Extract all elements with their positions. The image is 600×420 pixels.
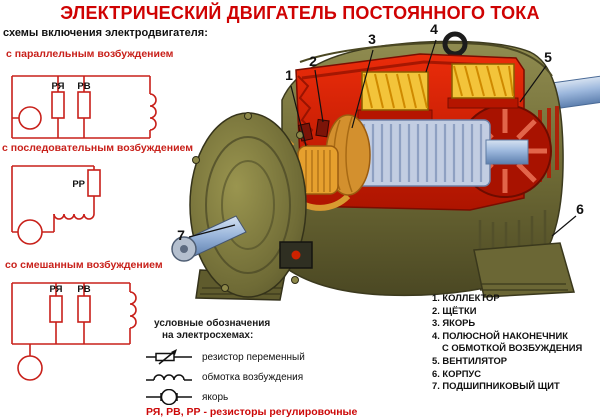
symbol-label: обмотка возбуждения [202,371,304,383]
armature-symbol [18,106,42,130]
regulating-resistors-note: РЯ, РВ, РР - резисторы регулировочные [146,406,358,418]
legend-line: 4. ПОЛЮСНОЙ НАКОНЕЧНИК [432,329,568,341]
label-rv-1: РВ [77,81,90,92]
resistor-rya [51,91,65,119]
scheme-label-mixed: со смешанным возбуждением [5,259,163,271]
field-winding-icon [146,374,192,381]
schemes-heading: схемы включения электродвигателя: [3,27,208,39]
callout-2: 2 [309,53,317,69]
resistor-rr [87,169,101,197]
rear-foot [473,242,575,298]
callout-7: 7 [177,227,185,243]
callout-lines [188,39,577,238]
resistor-rya [49,295,63,323]
legend-line: 2. ЩЁТКИ [432,304,477,316]
variable-resistor-icon [146,349,192,365]
legend-line: 6. КОРПУС [432,367,482,379]
scheme-label-parallel: с параллельным возбуждением [6,48,174,60]
callout-1: 1 [285,67,293,83]
label-rv-3: РВ [77,284,90,295]
scheme-label-series: с последовательным возбуждением [2,142,193,154]
symbols-heading-line2: на электросхемах: [162,330,254,341]
callout-6: 6 [576,201,584,217]
scheme-series-circuit [11,165,101,245]
bearing-shield [188,112,307,298]
legend-line: 1. КОЛЛЕКТОР [432,292,500,303]
scheme-mixed-circuit [11,282,137,381]
scheme-parallel-circuit [11,75,157,139]
legend-line: 7. ПОДШИПНИКОВЫЙ ЩИТ [432,380,560,392]
terminal-box [279,241,313,269]
label-rya-3: РЯ [50,284,63,295]
label-rya-1: РЯ [52,81,65,92]
armature-symbol [17,219,43,245]
symbols-heading-line1: условные обозначения [154,318,271,329]
symbols-heading: условные обозначения на электросхемах: [154,318,270,342]
field-coil-symbol [129,291,137,329]
symbol-row-armature: якорь [146,389,228,405]
field-winding-coils [361,63,515,111]
symbol-row-variable-resistor: резистор переменный [146,349,305,365]
callout-3: 3 [368,31,376,47]
poster-title: ЭЛЕКТРИЧЕСКИЙ ДВИГАТЕЛЬ ПОСТОЯННОГО ТОКА [60,3,540,23]
callout-5: 5 [544,49,552,65]
legend-line: С ОБМОТКОЙ ВОЗБУЖДЕНИЯ [442,342,583,354]
legend-line: 5. ВЕНТИЛЯТОР [432,354,508,366]
armature-icon [146,389,192,405]
symbol-label: якорь [202,391,229,403]
resistor-rv [77,91,91,119]
parts-legend: 1. КОЛЛЕКТОР 2. ЩЁТКИ 3. ЯКОРЬ 4. ПОЛЮСН… [432,292,600,393]
armature-symbol [17,355,43,381]
callout-4: 4 [430,21,438,37]
resistor-rv [77,295,91,323]
field-coil-symbol [149,93,157,131]
label-rr: РР [72,179,85,190]
symbol-row-field-winding: обмотка возбуждения [146,369,303,385]
field-coil-symbol [53,213,95,220]
legend-line: 3. ЯКОРЬ [432,317,476,329]
symbol-label: резистор переменный [202,351,305,363]
inner-shaft [485,139,529,165]
